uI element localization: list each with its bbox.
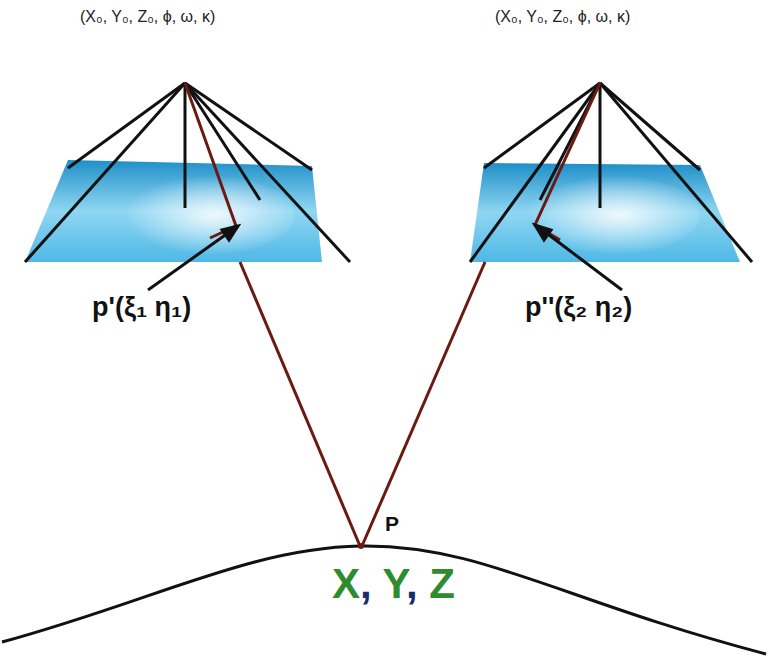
orientation-params: (X₀, Y₀, Z₀, ϕ, ω, κ) <box>495 8 630 26</box>
orientation-params: (X₀, Y₀, Z₀, ϕ, ω, κ) <box>80 8 215 26</box>
left-camera <box>25 83 350 262</box>
terrain-surface <box>2 546 766 654</box>
ground-point <box>358 543 364 549</box>
pointer-arrows <box>148 225 622 290</box>
image-point-label: p'(ξ₁ η₁) <box>92 292 191 323</box>
ground-point-label: P <box>385 512 399 536</box>
ground-coordinates: X, Y, Z <box>332 560 455 608</box>
image-plane <box>470 163 740 262</box>
image-point-label: p''(ξ₂ η₂) <box>525 292 632 323</box>
right-camera <box>470 83 752 262</box>
